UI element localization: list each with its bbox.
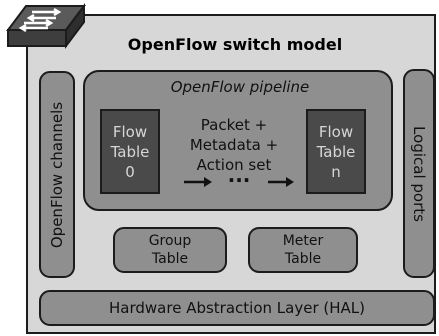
logical-ports-box: Logical ports (403, 69, 435, 278)
flow-table-0-line-1: Flow (112, 122, 148, 141)
diagram-title: OpenFlow switch model (127, 34, 343, 54)
action-set-line: Action set (196, 156, 272, 174)
flow-table-0-line-3: 0 (125, 162, 135, 181)
switch-icon (6, 2, 86, 49)
openflow-channels-label: OpenFlow channels (48, 101, 66, 248)
flow-table-n-line-1: Flow (318, 122, 354, 141)
hal-box: Hardware Abstraction Layer (HAL) (39, 290, 435, 326)
flow-table-0-line-2: Table (110, 142, 150, 161)
hal-label: Hardware Abstraction Layer (HAL) (109, 299, 365, 317)
packet-metadata-label: Packet + Metadata + Action set (172, 110, 296, 180)
group-table-box: Group Table (113, 227, 227, 273)
pipeline-arrows: ··· (184, 170, 294, 192)
meter-table-line-1: Meter (282, 233, 324, 249)
logical-ports-label: Logical ports (410, 125, 428, 222)
ellipsis-text: ··· (228, 170, 251, 192)
flow-table-n-line-3: n (331, 162, 341, 181)
openflow-channels-box: OpenFlow channels (39, 71, 75, 278)
group-table-line-2: Table (151, 251, 189, 267)
flow-table-n-line-2: Table (316, 142, 356, 161)
flow-table-0: Flow Table 0 (100, 109, 160, 194)
pipeline-title: OpenFlow pipeline (170, 78, 310, 96)
metadata-line: Metadata + (189, 136, 279, 154)
flow-table-n: Flow Table n (306, 109, 366, 194)
meter-table-box: Meter Table (248, 227, 358, 273)
left-arrow-icon (184, 177, 212, 187)
meter-table-line-2: Table (284, 251, 322, 267)
packet-line: Packet + (200, 116, 268, 134)
right-arrow-icon (268, 177, 294, 187)
group-table-line-1: Group (148, 233, 192, 249)
